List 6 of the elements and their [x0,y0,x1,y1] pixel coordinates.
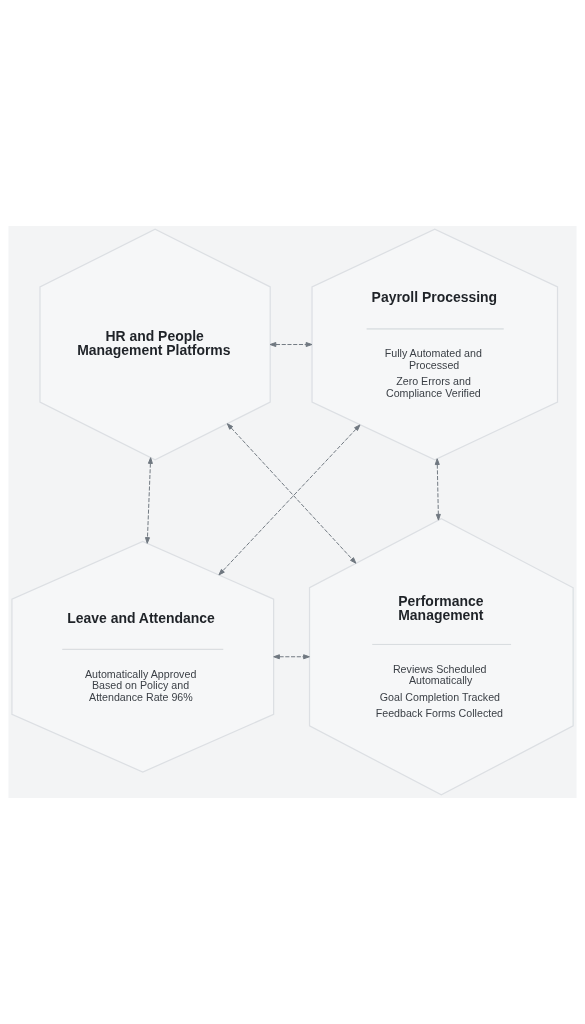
arrow [226,423,357,564]
arrow [218,424,361,576]
arrow [434,458,441,521]
arrow [144,457,153,544]
arrow [269,342,313,347]
arrow [273,654,310,660]
